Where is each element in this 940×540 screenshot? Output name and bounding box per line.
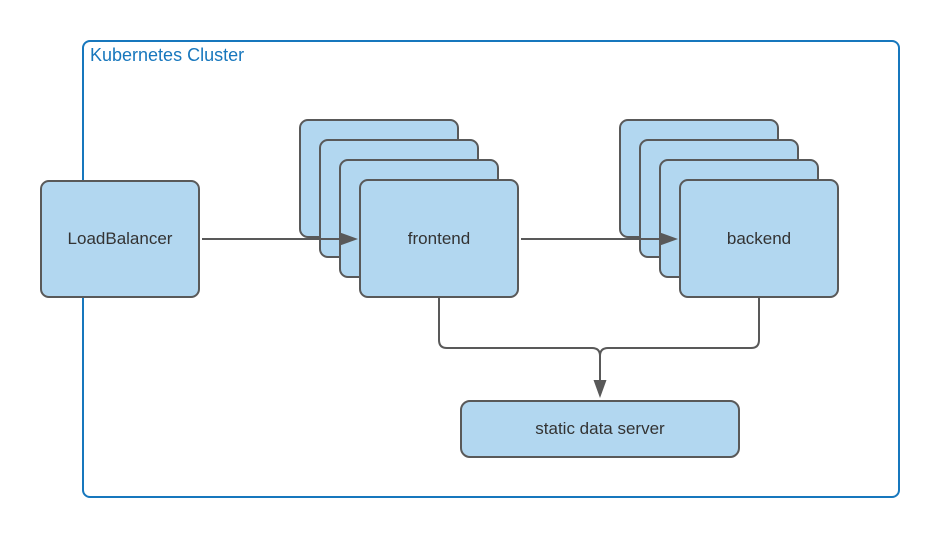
cluster-label: Kubernetes Cluster: [90, 45, 245, 65]
node-frontend: frontend: [359, 179, 519, 298]
node-static-data-server: static data server: [460, 400, 740, 458]
node-static-data-server-label: static data server: [535, 419, 665, 438]
node-backend: backend: [679, 179, 839, 298]
node-load-balancer: LoadBalancer: [40, 180, 200, 298]
node-load-balancer-label: LoadBalancer: [67, 229, 173, 248]
node-frontend-label: frontend: [407, 228, 471, 248]
node-backend-label: backend: [726, 228, 792, 248]
